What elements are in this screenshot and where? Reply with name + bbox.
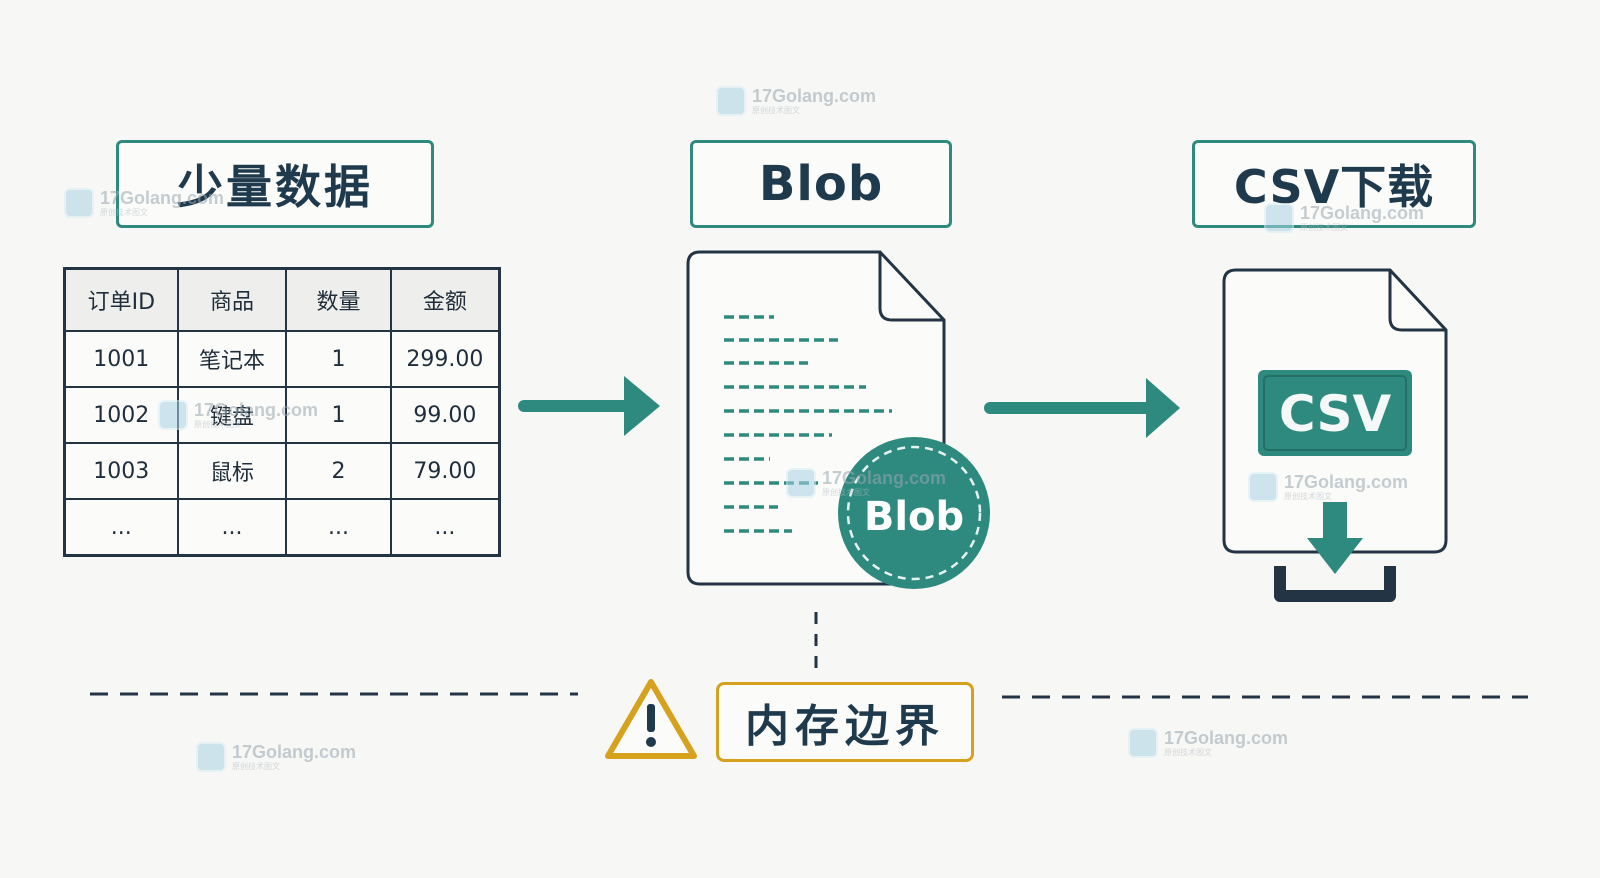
warning-icon [605,679,697,759]
table-row: ... ... ... ... [63,498,501,557]
watermark-sub: 原创技术图文 [1164,748,1212,757]
csv-badge-label: CSV [1279,385,1392,443]
table-cell: 2 [285,442,392,500]
table-cell: 1 [285,330,392,388]
stage-title-small-data: 少量数据 [116,140,434,228]
watermark-logo-icon [196,742,226,772]
table-row: 1003 鼠标 2 79.00 [63,442,501,500]
table-cell: ... [63,498,179,557]
watermark-logo-icon [786,468,816,498]
csv-badge: CSV [1258,370,1412,456]
watermark-site: 17Golang.com [232,742,357,762]
column-header: 商品 [176,267,288,332]
column-header: 订单ID [63,267,179,332]
table-cell: 键盘 [176,386,288,444]
document-lines [724,315,892,533]
watermark-site: 17Golang.com [100,188,225,208]
watermark-site: 17Golang.com [1164,728,1289,748]
watermark-site: 17Golang.com [1284,472,1409,492]
table-header-row: 订单ID 商品 数量 金额 [63,267,501,332]
watermark-logo-icon [716,86,746,116]
table-cell: 鼠标 [176,442,288,500]
watermark-site: 17Golang.com [752,86,877,106]
stage-title-blob: Blob [690,140,952,228]
watermark-site: 17Golang.com [1300,203,1425,223]
arrow-right-icon [518,376,660,436]
table-row: 1001 笔记本 1 299.00 [63,330,501,388]
table-cell: ... [389,498,501,557]
table-cell: 1001 [63,330,179,388]
watermark-logo-icon [1128,728,1158,758]
watermark-sub: 原创技术图文 [100,208,148,217]
watermark-sub: 原创技术图文 [194,420,242,429]
blob-badge: Blob [838,437,990,589]
table-cell: 299.00 [389,330,501,388]
download-icon [1274,502,1396,602]
watermark-logo-icon [1248,472,1278,502]
memory-boundary-label: 内存边界 [716,682,974,762]
orders-table: 订单ID 商品 数量 金额 1001 笔记本 1 299.00 1002 键盘 … [63,267,501,557]
table-cell: 79.00 [389,442,501,500]
table-row: 1002 键盘 1 99.00 [63,386,501,444]
watermark-sub: 原创技术图文 [752,106,800,115]
table-cell: 笔记本 [176,330,288,388]
table-cell: ... [176,498,288,557]
stage-title-csv-download: CSV下载 [1192,140,1476,228]
watermark-logo-icon [64,188,94,218]
watermark-sub: 原创技术图文 [1300,223,1348,232]
watermark-sub: 原创技术图文 [232,762,280,771]
arrow-right-icon [984,378,1180,438]
table-cell: 1003 [63,442,179,500]
watermark-sub: 原创技术图文 [822,488,870,497]
watermark-sub: 原创技术图文 [1284,492,1332,501]
column-header: 金额 [389,267,501,332]
table-cell: ... [285,498,392,557]
watermark-site: 17Golang.com [194,400,319,420]
watermark-logo-icon [1264,203,1294,233]
watermark-logo-icon [158,400,188,430]
table-cell: 1 [285,386,392,444]
column-header: 数量 [285,267,392,332]
table-cell: 99.00 [389,386,501,444]
watermark-site: 17Golang.com [822,468,947,488]
blob-badge-label: Blob [864,494,964,540]
